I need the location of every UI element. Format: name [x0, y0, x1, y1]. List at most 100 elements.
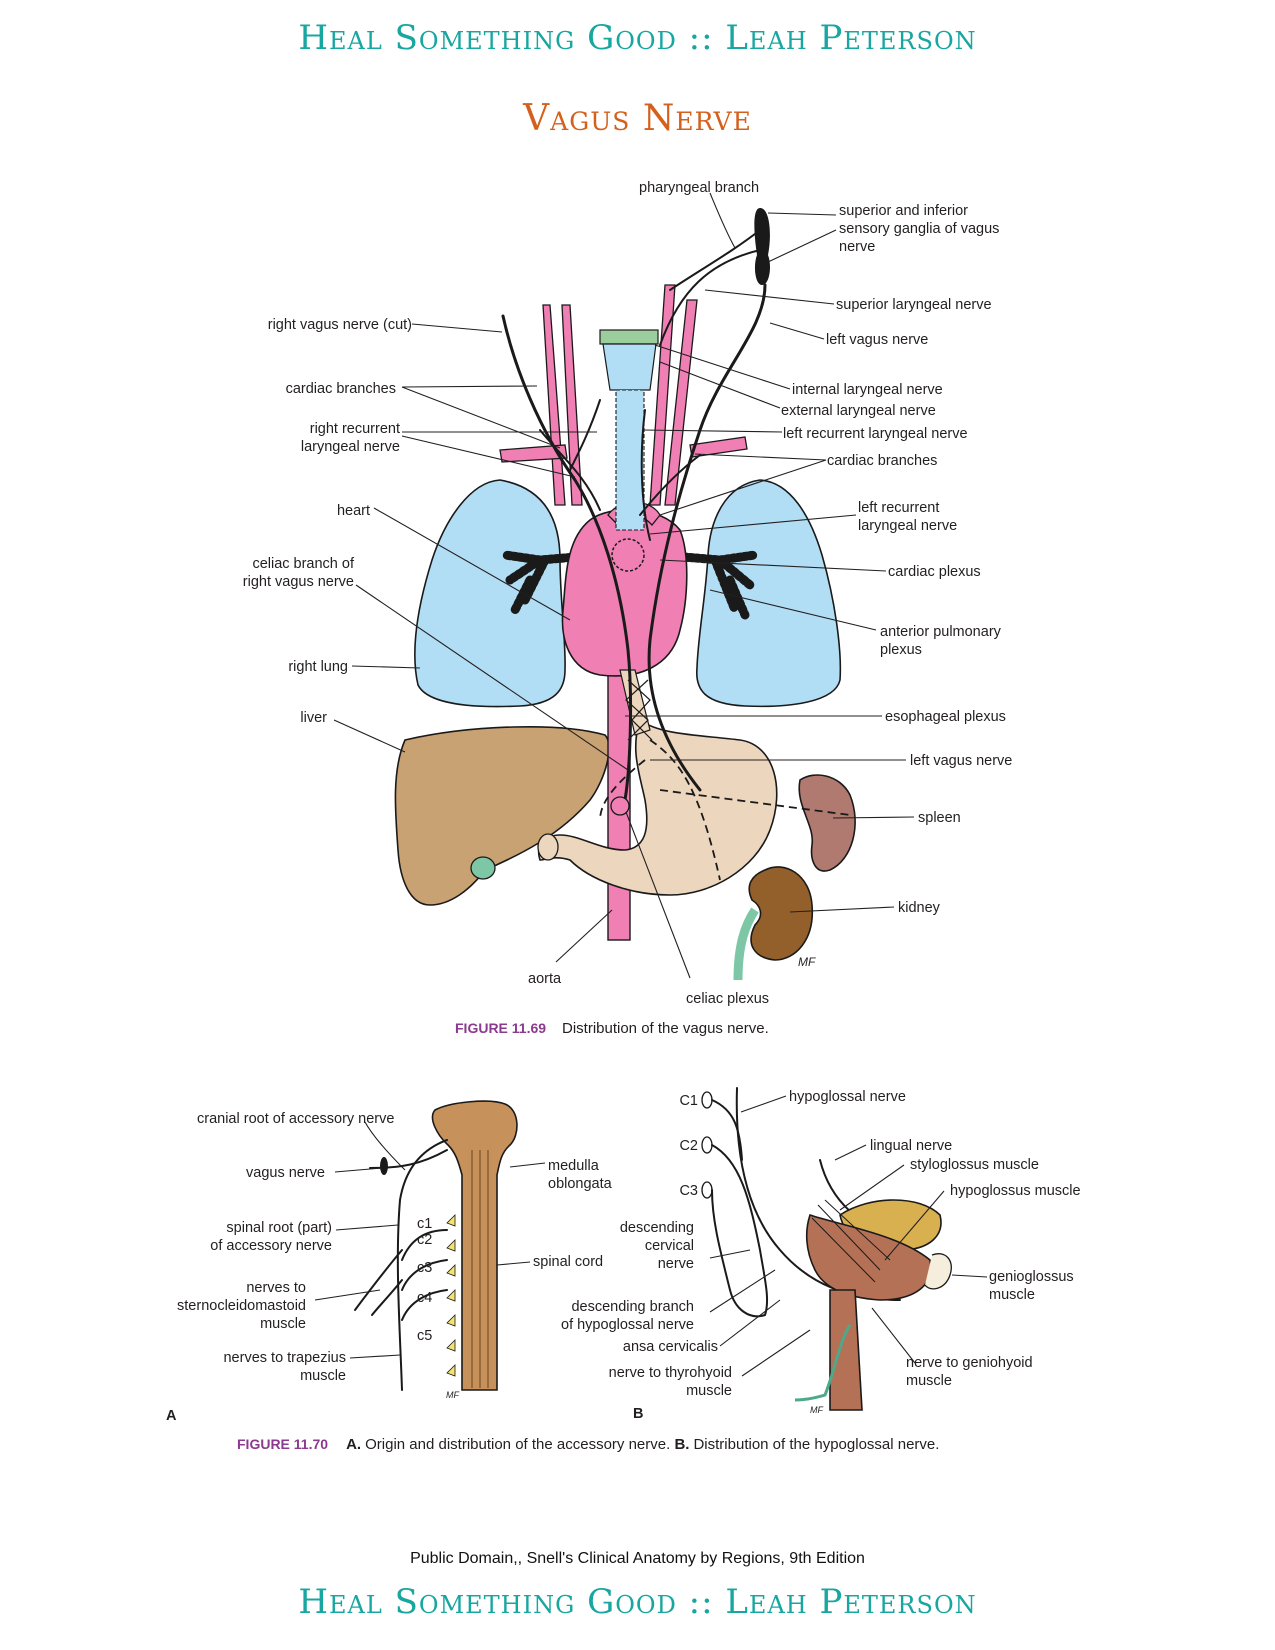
figure1-caption: Distribution of the vagus nerve. [562, 1020, 769, 1037]
figure1-labels: pharyngeal branch superior and inferior … [243, 180, 1013, 1007]
right-lung [414, 479, 566, 708]
label-c1: c1 [417, 1216, 432, 1232]
label-trapezius-2: muscle [300, 1368, 346, 1384]
label-C1: C1 [679, 1093, 698, 1109]
label-superior-laryngeal: superior laryngeal nerve [836, 297, 992, 313]
figure2-caption-b: Distribution of the hypoglossal nerve. [693, 1436, 939, 1453]
figure1-number: FIGURE 11.69 [455, 1020, 546, 1036]
label-C2: C2 [679, 1138, 698, 1154]
label-thyrohyoid-1: nerve to thyrohyoid [609, 1365, 732, 1381]
ansa-loop [711, 1144, 769, 1318]
source-credit: Public Domain,, Snell's Clinical Anatomy… [410, 1550, 865, 1567]
label-spleen: spleen [918, 810, 961, 826]
label-scm-3: muscle [260, 1316, 306, 1332]
label-celiac-branch-2: right vagus nerve [243, 574, 354, 590]
gallbladder [470, 856, 496, 880]
label-ganglia-1: superior and inferior [839, 203, 968, 219]
c2-root [701, 1136, 713, 1154]
label-c3: c3 [417, 1260, 432, 1276]
label-scm-2: sternocleidomastoid [177, 1298, 306, 1314]
label-esophageal-plexus: esophageal plexus [885, 709, 1006, 725]
label-celiac-branch-1: celiac branch of [252, 556, 355, 572]
ureter [733, 907, 759, 981]
branches-scm [354, 1249, 403, 1316]
label-external-laryngeal: external laryngeal nerve [781, 403, 936, 419]
spinal-root [401, 1229, 448, 1321]
label-kidney: kidney [898, 900, 941, 916]
label-cardiac-branches-right: cardiac branches [827, 453, 937, 469]
panel-b-letter: B [633, 1406, 643, 1422]
gastric-nerves [599, 739, 851, 881]
label-desc-cervical-3: nerve [658, 1256, 694, 1272]
kidney [748, 866, 814, 961]
cardiac-plexus-node [611, 538, 645, 572]
accessory-nerve [396, 1139, 448, 1391]
label-spinal-root-2: of accessory nerve [210, 1238, 332, 1254]
page-title: Vagus Nerve [523, 98, 752, 139]
label-c2: c2 [417, 1232, 432, 1248]
figure2b-labels: C1 C2 C3 hypoglossal nerve lingual nerve… [561, 1089, 1081, 1422]
figure-accessory-illustration: MF [354, 1100, 518, 1400]
thyroid-cartilage [602, 343, 657, 391]
label-liver: liver [300, 710, 327, 726]
stomach [538, 718, 778, 896]
styloglossus-fibers [811, 1199, 891, 1283]
panel-b-signature: MF [810, 1405, 823, 1415]
label-hypoglossus: hypoglossus muscle [950, 1183, 1081, 1199]
label-C3: C3 [679, 1183, 698, 1199]
label-cranial-root: cranial root of accessory nerve [197, 1111, 394, 1127]
celiac-ganglion [610, 796, 630, 816]
header-title-top: Heal Something Good :: Leah Peterson [298, 18, 977, 58]
brainstem-grooves [471, 1150, 489, 1388]
pharyngeal-branch-nerve [669, 229, 761, 291]
label-left-recurrent-laryngeal: left recurrent laryngeal nerve [783, 426, 968, 442]
spleen [798, 774, 856, 872]
superior-laryngeal-nerve [659, 249, 761, 346]
right-vagus-nerve [501, 314, 633, 802]
figure2-caption-a-letter: A. [346, 1436, 361, 1453]
figure-vagus-illustration: MF [394, 208, 856, 981]
label-right-lung: right lung [288, 659, 348, 675]
ganglion [754, 208, 770, 285]
recurrent-laryngeal-nerves [569, 399, 651, 541]
c3-root [701, 1181, 713, 1199]
thyrohyoid-nerve [794, 1324, 852, 1402]
label-anterior-pulmonary-1: anterior pulmonary [880, 624, 1002, 640]
label-genioglossus-2: muscle [989, 1287, 1035, 1303]
figure2a-labels: cranial root of accessory nerve vagus ne… [166, 1111, 613, 1424]
label-right-vagus-cut: right vagus nerve (cut) [268, 317, 412, 333]
label-left-recurrent-2: laryngeal nerve [858, 518, 957, 534]
hyoid [599, 329, 659, 345]
label-genioglossus-1: genioglossus [989, 1269, 1074, 1285]
mandible-point [924, 1253, 952, 1290]
right-bronchi [500, 550, 605, 615]
label-desc-cervical-1: descending [620, 1220, 694, 1236]
left-lung [696, 479, 842, 708]
left-vagus-nerve [647, 283, 767, 792]
label-left-vagus-top: left vagus nerve [826, 332, 928, 348]
label-heart: heart [337, 503, 370, 519]
figure2-number: FIGURE 11.70 [237, 1436, 328, 1452]
label-spinal-cord: spinal cord [533, 1254, 603, 1270]
label-ansa: ansa cervicalis [623, 1339, 718, 1355]
spinal-rootlets [446, 1214, 456, 1377]
label-styloglossus: styloglossus muscle [910, 1157, 1039, 1173]
label-cardiac-plexus: cardiac plexus [888, 564, 981, 580]
label-hypoglossal: hypoglossal nerve [789, 1089, 906, 1105]
label-spinal-root-1: spinal root (part) [226, 1220, 332, 1236]
label-left-vagus-bottom: left vagus nerve [910, 753, 1012, 769]
medulla-oblongata [431, 1100, 518, 1391]
label-medulla-2: oblongata [548, 1176, 613, 1192]
figure1-leader-lines [333, 192, 915, 979]
label-pharyngeal-branch: pharyngeal branch [639, 180, 759, 196]
label-c5: c5 [417, 1328, 432, 1344]
label-desc-hypo-1: descending branch [571, 1299, 694, 1315]
figure2-caption-b-letter: B. [674, 1436, 689, 1453]
label-right-recurrent-2: laryngeal nerve [301, 439, 400, 455]
header-title-bottom: Heal Something Good :: Leah Peterson [298, 1582, 977, 1622]
label-desc-cervical-2: cervical [645, 1238, 694, 1254]
label-medulla-1: medulla [548, 1158, 600, 1174]
label-lingual: lingual nerve [870, 1138, 952, 1154]
label-right-recurrent-1: right recurrent [310, 421, 400, 437]
